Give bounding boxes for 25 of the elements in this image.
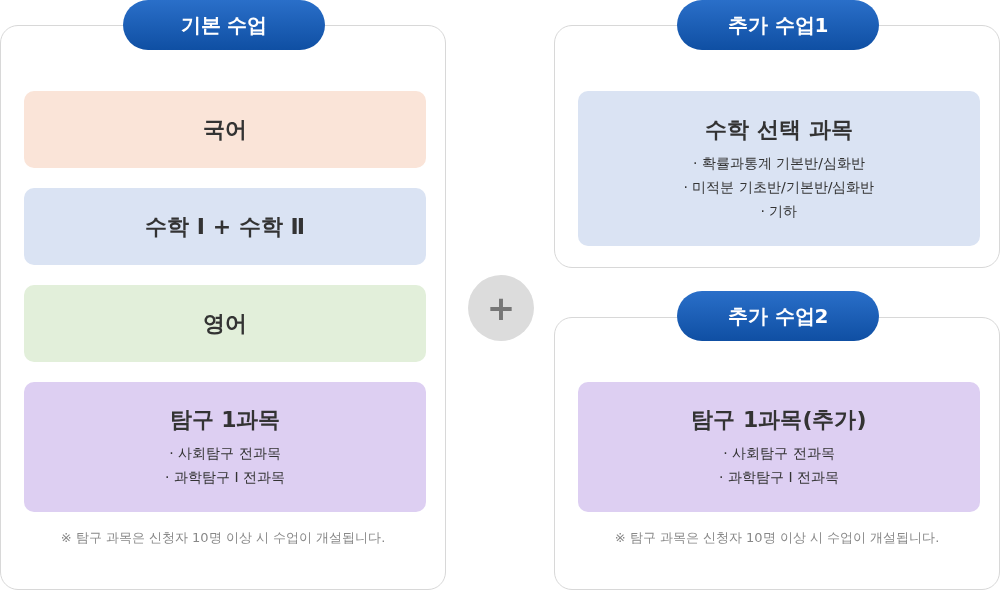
- bullet-item: · 과학탐구 Ⅰ 전과목: [165, 468, 285, 487]
- subject-title: 탐구 1과목: [169, 406, 281, 434]
- subject-title: 영어: [203, 309, 247, 338]
- subject-title: 탐구 1과목(추가): [691, 406, 867, 434]
- bullet-item: · 과학탐구 Ⅰ 전과목: [719, 468, 839, 487]
- subject-box: [24, 91, 426, 168]
- bullet-item: · 사회탐구 전과목: [169, 444, 281, 463]
- subject-title: 국어: [203, 115, 247, 144]
- subject-box: [24, 188, 426, 265]
- subject-box: [578, 382, 980, 512]
- bullet-item: · 확률과통계 기본반/심화반: [692, 153, 866, 173]
- subject-box: [24, 382, 426, 512]
- plus-circle: +: [468, 275, 534, 341]
- subject-title: 수학 Ⅰ + 수학 Ⅱ: [145, 212, 305, 241]
- bullet-item: · 기하: [760, 201, 798, 221]
- title-badge: 추가 수업2: [677, 291, 879, 341]
- bullet-item: · 미적분 기초반/기본반/심화반: [683, 177, 875, 197]
- subject-title: 수학 선택 과목: [705, 115, 853, 144]
- title-badge: 추가 수업1: [677, 0, 879, 50]
- subject-box: [578, 91, 980, 246]
- note-text: ※ 탐구 과목은 신청자 10명 이상 시 수업이 개설됩니다.: [613, 529, 941, 547]
- title-badge: 기본 수업: [123, 0, 325, 50]
- subject-box: [24, 285, 426, 362]
- bullet-item: · 사회탐구 전과목: [723, 444, 835, 463]
- note-text: ※ 탐구 과목은 신청자 10명 이상 시 수업이 개설됩니다.: [59, 529, 387, 547]
